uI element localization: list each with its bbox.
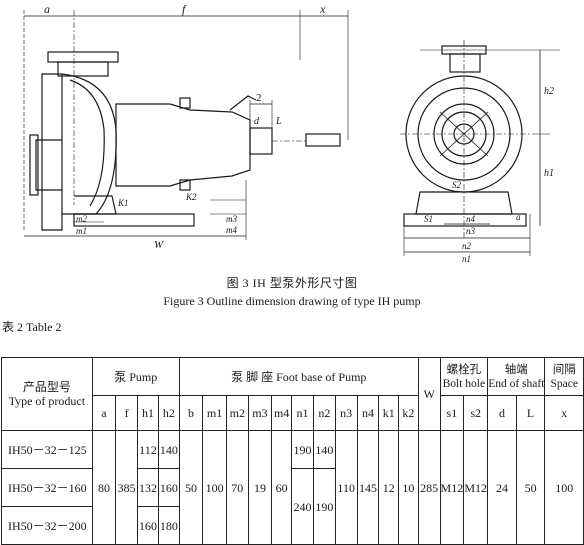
pump-outline-drawing: a f x 2 d L K1 K2 m2 m1 m3 m4 W h2 h1 S2… xyxy=(23,2,560,264)
col-h2: h2 xyxy=(157,395,180,431)
svg-text:W: W xyxy=(154,239,164,251)
cell-n1: 240 xyxy=(291,468,314,545)
header-W: W xyxy=(417,357,441,431)
col-m1: m1 xyxy=(202,395,227,431)
svg-text:m3: m3 xyxy=(226,214,237,224)
header-product: 产品型号 Type of product xyxy=(1,357,93,431)
header-space: 间隔 Space xyxy=(544,357,584,396)
cell-s2: M12 xyxy=(463,430,489,545)
svg-text:2: 2 xyxy=(256,92,262,104)
svg-text:a: a xyxy=(516,212,521,222)
col-n2: n2 xyxy=(312,395,336,431)
col-s1: s1 xyxy=(439,395,465,431)
cell-a: 80 xyxy=(91,430,117,545)
col-m3: m3 xyxy=(247,395,273,431)
table-row: IH50－32－160 132 160 240 190 xyxy=(1,468,584,545)
header-shaft-end: 轴端 End of shaft xyxy=(487,357,546,396)
header-foot-base: 泵 脚 座 Foot base of Pump xyxy=(178,357,419,396)
col-b: b xyxy=(178,395,204,431)
svg-text:n3: n3 xyxy=(466,226,476,236)
svg-text:m4: m4 xyxy=(226,225,237,235)
header-pump: 泵 Pump xyxy=(91,357,180,396)
svg-text:n4: n4 xyxy=(466,214,476,224)
cell-n4: 145 xyxy=(356,430,380,545)
cell-n3: 110 xyxy=(334,430,358,545)
cell-h1: 112 xyxy=(137,430,159,469)
cell-h2: 180 xyxy=(157,506,180,545)
cell-m1: 100 xyxy=(202,430,227,545)
cell-W: 285 xyxy=(417,430,441,545)
col-L: L xyxy=(515,395,546,431)
svg-text:S2: S2 xyxy=(452,180,462,190)
cell-n1: 190 xyxy=(291,430,314,469)
col-m2: m2 xyxy=(225,395,249,431)
cell-k2: 10 xyxy=(398,430,419,545)
cell-x: 100 xyxy=(544,430,584,545)
header-bolt-hole: 螺栓孔 Bolt hole xyxy=(439,357,489,396)
cell-h2: 160 xyxy=(157,468,180,507)
svg-text:L: L xyxy=(275,116,282,127)
col-d: d xyxy=(487,395,517,431)
col-n4: n4 xyxy=(356,395,380,431)
product-name: IH50－32－200 xyxy=(1,506,93,545)
cell-n2: 190 xyxy=(312,468,336,545)
figure-caption-cn: 图 3 IH 型泵外形尺寸图 xyxy=(226,276,358,290)
svg-text:m1: m1 xyxy=(76,226,87,236)
svg-text:n1: n1 xyxy=(462,254,471,264)
svg-text:a: a xyxy=(44,2,50,16)
col-a: a xyxy=(91,395,117,431)
svg-text:m2: m2 xyxy=(76,214,87,224)
col-s2: s2 xyxy=(463,395,489,431)
svg-text:h1: h1 xyxy=(544,168,554,179)
table-label: 表 2 Table 2 xyxy=(2,320,62,334)
cell-k1: 12 xyxy=(378,430,400,545)
cell-h2: 140 xyxy=(157,430,180,469)
figure-caption-en: Figure 3 Outline dimension drawing of ty… xyxy=(163,294,421,308)
cell-d: 24 xyxy=(487,430,517,545)
svg-text:h2: h2 xyxy=(544,86,554,97)
col-h1: h1 xyxy=(137,395,159,431)
cell-L: 50 xyxy=(515,430,546,545)
col-n1: n1 xyxy=(291,395,314,431)
col-k1: k1 xyxy=(378,395,400,431)
cell-b: 50 xyxy=(178,430,204,545)
svg-text:K2: K2 xyxy=(185,192,197,202)
product-name: IH50－32－125 xyxy=(1,430,93,469)
svg-text:f: f xyxy=(182,2,187,16)
cell-m2: 70 xyxy=(225,430,249,545)
svg-text:n2: n2 xyxy=(462,241,472,251)
cell-f: 385 xyxy=(115,430,138,545)
svg-text:K1: K1 xyxy=(117,198,129,208)
col-x: x xyxy=(544,395,584,431)
cell-m3: 19 xyxy=(247,430,273,545)
col-k2: k2 xyxy=(398,395,419,431)
dimension-table: 产品型号 Type of product 泵 Pump 泵 脚 座 Foot b… xyxy=(1,357,584,545)
cell-s1: M12 xyxy=(439,430,465,545)
svg-text:x: x xyxy=(319,2,326,16)
svg-text:d: d xyxy=(254,116,260,127)
table-row: IH50－32－125 80 385 112 140 50 100 70 19 … xyxy=(1,430,584,545)
col-n3: n3 xyxy=(334,395,358,431)
cell-n2: 140 xyxy=(312,430,336,469)
col-m4: m4 xyxy=(271,395,293,431)
cell-m4: 60 xyxy=(271,430,293,545)
col-f: f xyxy=(115,395,138,431)
cell-h1: 132 xyxy=(137,468,159,507)
cell-h1: 160 xyxy=(137,506,159,545)
product-name: IH50－32－160 xyxy=(1,468,93,507)
svg-text:S1: S1 xyxy=(424,214,433,224)
